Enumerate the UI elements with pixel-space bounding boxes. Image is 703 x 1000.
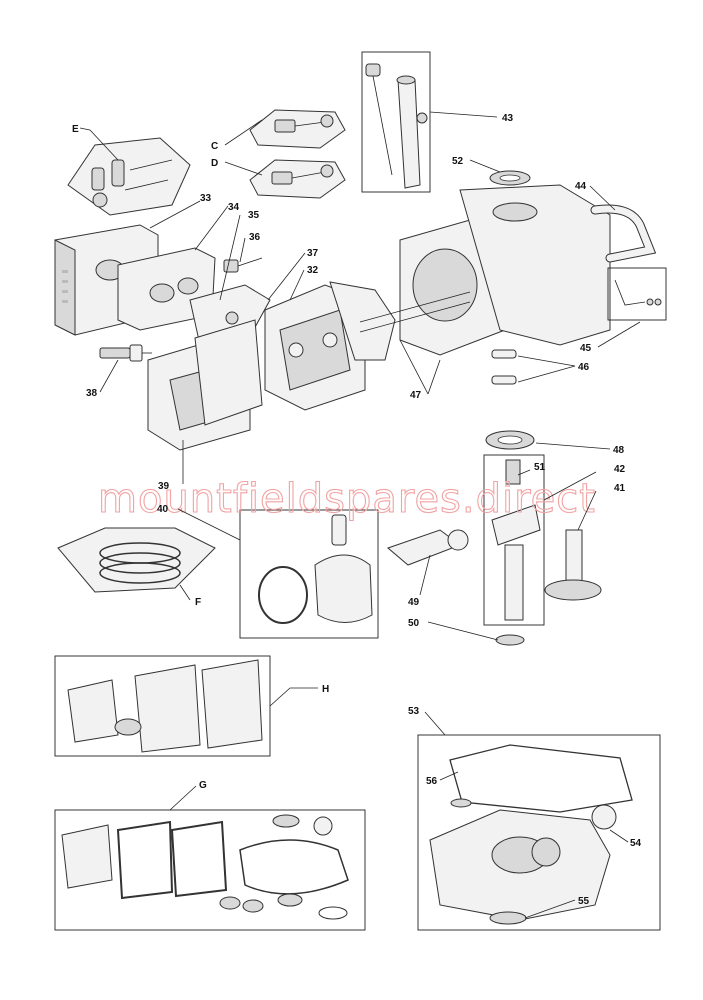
thrust-washer: [495, 634, 525, 646]
dipstick-assembly-box: [361, 51, 431, 193]
callout-49: 49: [408, 597, 420, 608]
piston-rings-bag-f: [57, 527, 216, 593]
watermark: mountfieldspares.direct: [98, 476, 596, 522]
callout-33: 33: [200, 193, 212, 204]
callout-34: 34: [228, 202, 240, 213]
rocker-cover: [147, 319, 263, 451]
camshaft: [544, 529, 602, 601]
callout-53: 53: [408, 706, 420, 717]
sump-cover-box: [417, 734, 661, 931]
spark-plug: [99, 344, 152, 362]
cylinder-head: [264, 284, 366, 411]
piston-box: [239, 509, 379, 639]
callout-E: E: [72, 124, 79, 135]
leader-lines: [79, 111, 641, 919]
connecting-rod: [387, 529, 469, 566]
oil-seal-48: [485, 430, 535, 450]
callout-54: 54: [630, 838, 642, 849]
oil-seal-52: [489, 170, 531, 186]
callout-39: 39: [158, 481, 170, 492]
muffler-guard: [117, 247, 216, 331]
callout-38: 38: [86, 388, 98, 399]
callout-37: 37: [307, 248, 319, 259]
callout-51: 51: [534, 462, 546, 473]
callout-36: 36: [249, 232, 261, 243]
dowel-pins: [491, 349, 517, 385]
callout-44: 44: [575, 181, 587, 192]
valve-kit-bag-e: [67, 137, 191, 216]
callout-48: 48: [613, 445, 625, 456]
callout-56: 56: [426, 776, 438, 787]
callout-32: 32: [307, 265, 319, 276]
callout-labels: E C D 33 34 35 36 37 32 38 39 40 F 43 52…: [72, 113, 642, 907]
crankcase-block: [359, 184, 611, 356]
callout-46: 46: [578, 362, 590, 373]
callout-47: 47: [410, 390, 422, 401]
callout-55: 55: [578, 896, 590, 907]
gasket-set-g: [54, 809, 366, 931]
callout-50: 50: [408, 618, 420, 629]
breather-hose: [590, 204, 657, 263]
callout-45: 45: [580, 343, 592, 354]
callout-41: 41: [614, 483, 626, 494]
crankshaft-box: [483, 454, 545, 626]
callout-C: C: [211, 141, 218, 152]
callout-35: 35: [248, 210, 260, 221]
callout-52: 52: [452, 156, 464, 167]
callout-F: F: [195, 597, 201, 608]
governor-lever-box: [607, 267, 667, 321]
gasket-set-h: [54, 655, 271, 757]
callout-42: 42: [614, 464, 626, 475]
callout-40: 40: [157, 504, 169, 515]
valve-kit-bag-d: [249, 159, 346, 199]
callout-H: H: [322, 684, 329, 695]
callout-G: G: [199, 780, 207, 791]
valve-kit-bag-c: [249, 109, 346, 149]
callout-D: D: [211, 158, 218, 169]
callout-43: 43: [502, 113, 514, 124]
